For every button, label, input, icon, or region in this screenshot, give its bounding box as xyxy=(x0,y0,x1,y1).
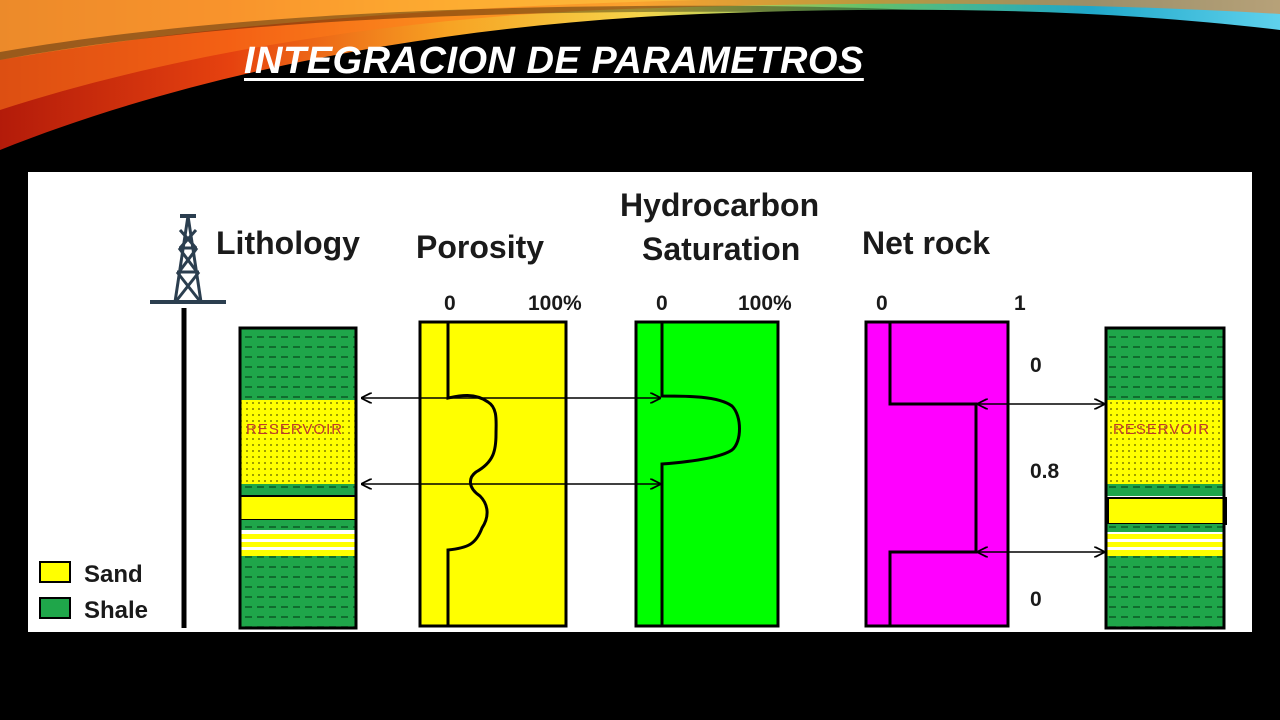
hc-saturation-curve xyxy=(660,322,741,626)
net-value-top: 0 xyxy=(1030,354,1042,377)
net-scale-max: 1 xyxy=(1014,292,1026,315)
reservoir-label-left: RESERVOIR xyxy=(246,421,343,438)
net-value-bottom: 0 xyxy=(1030,588,1042,611)
hc-saturation-track xyxy=(634,320,780,628)
net-rock-curve xyxy=(888,322,978,626)
porosity-track xyxy=(418,320,568,628)
hc-scale-min: 0 xyxy=(656,292,668,315)
lithology-column-left: RESERVOIR xyxy=(238,326,358,630)
hc-scale-max: 100% xyxy=(738,292,792,315)
lithology-column-right: RESERVOIR xyxy=(1104,326,1227,630)
net-value-middle: 0.8 xyxy=(1030,460,1060,483)
header-hydrocarbon: Hydrocarbon xyxy=(620,187,819,223)
header-net-rock: Net rock xyxy=(862,225,990,261)
legend-shale-swatch xyxy=(39,597,71,619)
decorative-banner xyxy=(0,0,1280,150)
reservoir-label-right: RESERVOIR xyxy=(1113,421,1210,438)
legend: Sand Shale xyxy=(39,561,148,624)
porosity-scale-min: 0 xyxy=(444,292,456,315)
legend-sand-swatch xyxy=(39,561,71,583)
porosity-scale-max: 100% xyxy=(528,292,582,315)
header-porosity: Porosity xyxy=(416,229,544,265)
legend-sand-label: Sand xyxy=(84,561,143,588)
header-saturation: Saturation xyxy=(642,231,800,267)
net-scale-min: 0 xyxy=(876,292,888,315)
well-log-diagram: Lithology Porosity Hydrocarbon Saturatio… xyxy=(28,172,1252,632)
legend-shale-label: Shale xyxy=(84,597,148,624)
derrick-icon xyxy=(150,214,226,304)
slide-title: INTEGRACION DE PARAMETROS xyxy=(244,40,864,82)
net-rock-track xyxy=(864,320,1010,628)
header-lithology: Lithology xyxy=(216,225,360,261)
